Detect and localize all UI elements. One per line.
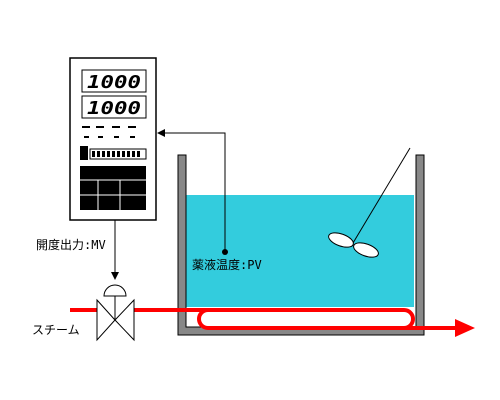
key-strip <box>80 146 147 160</box>
pv-arrow-icon <box>157 129 165 137</box>
display-top <box>81 69 147 93</box>
pv-signal-line <box>165 132 226 252</box>
temperature-pv-label: 薬液温度:PV <box>192 258 262 272</box>
display-bottom <box>81 95 147 119</box>
display-top-value: 1000 <box>87 72 141 93</box>
steam-label: スチーム <box>32 323 80 337</box>
steam-outlet-arrow-icon <box>455 319 475 337</box>
tank <box>177 154 425 336</box>
output-mv-label: 開度出力:MV <box>36 238 106 252</box>
steam-pipe <box>70 308 475 337</box>
display-bottom-value: 1000 <box>87 98 141 119</box>
chemical-liquid <box>186 195 414 307</box>
mv-arrow-icon <box>111 272 119 280</box>
indicator-lamps <box>82 126 136 138</box>
temperature-controller: 1000 1000 <box>69 57 157 221</box>
agitator-icon <box>328 147 411 258</box>
control-valve-icon <box>96 284 135 342</box>
front-panel <box>80 166 146 210</box>
temperature-sensor-icon <box>222 249 228 255</box>
